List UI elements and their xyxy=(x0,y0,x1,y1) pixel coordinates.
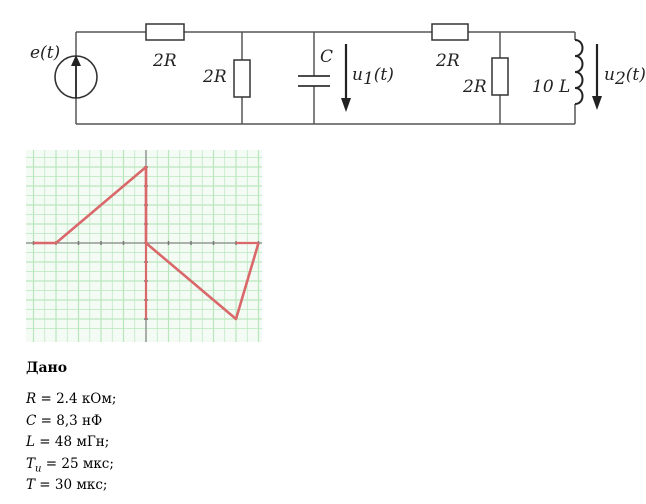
voltage-u1-arrow xyxy=(341,44,351,112)
wires xyxy=(75,31,576,125)
capacitor xyxy=(298,75,330,87)
resistor-series-1-label: 2R xyxy=(152,51,177,71)
voltage-u2-arrow xyxy=(592,44,602,110)
param-value: = 25 мкс; xyxy=(41,455,114,472)
resistor-series-2 xyxy=(431,23,469,41)
voltage-source xyxy=(54,55,98,99)
param-row: C = 8,3 нФ xyxy=(26,411,116,433)
param-symbol: L xyxy=(26,434,35,450)
plot-background xyxy=(26,150,262,342)
resistor-shunt-2 xyxy=(491,57,509,96)
resistor-shunt-2-label: 2R xyxy=(462,77,487,97)
param-value: = 48 мГн; xyxy=(34,434,110,450)
voltage-u1-label: u1(t) xyxy=(352,65,394,89)
plot-series xyxy=(33,165,260,321)
param-value: = 2.4 кОм; xyxy=(36,391,117,407)
given-title: Дано xyxy=(26,360,68,376)
param-value: = 8,3 нФ xyxy=(36,412,103,429)
resistor-shunt-1 xyxy=(233,59,251,98)
resistor-shunt-1-label: 2R xyxy=(202,67,227,87)
capacitor-label: C xyxy=(320,47,333,67)
resistor-series-1 xyxy=(145,23,185,41)
param-symbol: R xyxy=(26,391,37,407)
param-symbol: Tи xyxy=(26,455,42,475)
param-row: Tи = 25 мкс; xyxy=(26,454,116,476)
param-row: L = 48 мГн; xyxy=(26,432,116,454)
param-symbol: C xyxy=(26,412,37,429)
param-row: T = 30 мкс; xyxy=(26,475,116,497)
param-value: = 30 мкс; xyxy=(35,477,108,493)
inductor-label: 10 L xyxy=(532,77,570,97)
waveform-chart xyxy=(26,150,262,342)
inductor xyxy=(574,39,584,105)
param-symbol: T xyxy=(26,477,36,493)
param-row: R = 2.4 кОм; xyxy=(26,389,116,411)
circuit-diagram: e(t) 2R 2R C u1(t) 2R 2R 10 L u2(t) xyxy=(30,23,646,125)
voltage-u2-label: u2(t) xyxy=(604,65,646,89)
source-label: e(t) xyxy=(30,43,60,63)
param-subscript: и xyxy=(35,463,42,475)
resistor-series-2-label: 2R xyxy=(435,51,460,71)
